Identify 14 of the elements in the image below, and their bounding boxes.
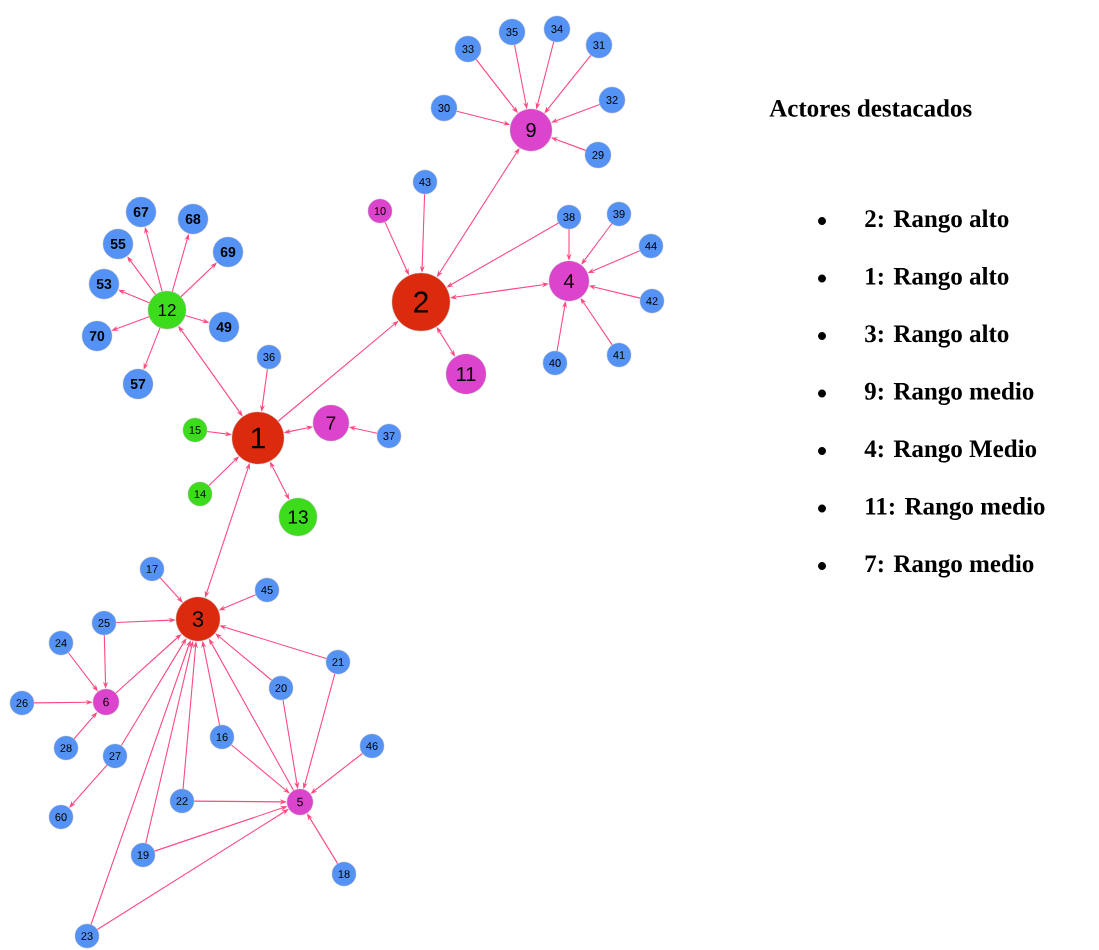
- arrow: [69, 764, 108, 808]
- list-item: 7: Rango medio: [865, 554, 1034, 578]
- list-item: 3: Rango alto: [865, 324, 1009, 348]
- list-item: 1: Rango alto: [866, 267, 1009, 290]
- list-heading: Actores destacados: [769, 99, 972, 117]
- list-item: 2: Rango alto: [865, 209, 1009, 233]
- arrow: [127, 256, 157, 296]
- arrow: [581, 223, 613, 265]
- list-item: 11: Rango medio: [866, 497, 1045, 520]
- list-item: 4: Rango Medio: [864, 439, 1037, 463]
- arrow: [120, 638, 187, 747]
- arrow: [230, 744, 290, 794]
- arrow: [215, 633, 273, 681]
- list-item: 9: Rango medio: [864, 382, 1034, 405]
